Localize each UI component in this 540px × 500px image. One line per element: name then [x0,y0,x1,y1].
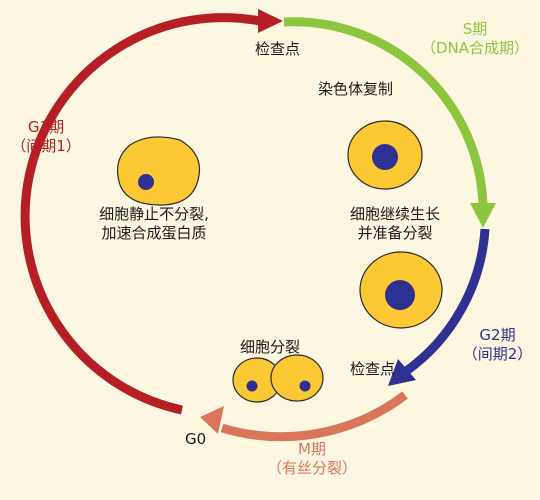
cell-stop-label: 细胞静止不分裂, 加速合成蛋白质 [84,205,224,243]
cell-grow-label: 细胞继续生长 并准备分裂 [335,205,455,243]
cell-stop-line2: 加速合成蛋白质 [101,223,207,242]
s-phase-title: S期 [462,20,488,38]
dividing-cell-right-nucleus [299,380,311,392]
g2-phase-label: G2期 （间期2） [455,326,540,364]
m-arc [220,391,408,442]
s-arrowhead [470,203,496,228]
s-phase-label: S期 （DNA合成期） [410,20,540,58]
g1-arc [20,13,266,415]
replicating-cell-nucleus [372,144,398,170]
m-phase-label: M期 （有丝分裂） [262,440,362,478]
g2-phase-subtitle: （间期2） [462,344,533,363]
cell-grow-line1: 细胞继续生长 [349,205,440,223]
g2-arc [402,228,490,376]
chromosome-replication-label: 染色体复制 [318,80,394,98]
m-phase-title: M期 [298,440,326,458]
checkpoint-top-label: 检查点 [255,40,301,58]
checkpoint-bottom-label: 检查点 [350,360,396,378]
g2-phase-title: G2期 [479,326,516,344]
m-arrowhead [200,406,224,434]
g0-label: G0 [185,430,207,448]
g2-arrowhead [388,359,416,386]
dividing-cell-left-nucleus [246,380,258,392]
g1-phase-title: G1期 [27,118,65,136]
cell-stop-line1: 细胞静止不分裂, [99,205,209,223]
resting-cell-nucleus [138,174,154,190]
m-phase-subtitle: （有丝分裂） [266,458,357,477]
dividing-cell-right [270,354,324,402]
resting-cell [117,136,201,206]
growing-cell-nucleus [385,280,415,310]
cell-grow-line2: 并准备分裂 [357,223,433,242]
s-arc [283,17,488,206]
g1-phase-subtitle: （间期1） [11,136,81,155]
s-phase-subtitle: （DNA合成期） [420,38,530,57]
g1-phase-label: G1期 （间期1） [6,118,86,156]
cell-division-label: 细胞分裂 [240,338,301,356]
g1-arrowhead [258,9,283,33]
